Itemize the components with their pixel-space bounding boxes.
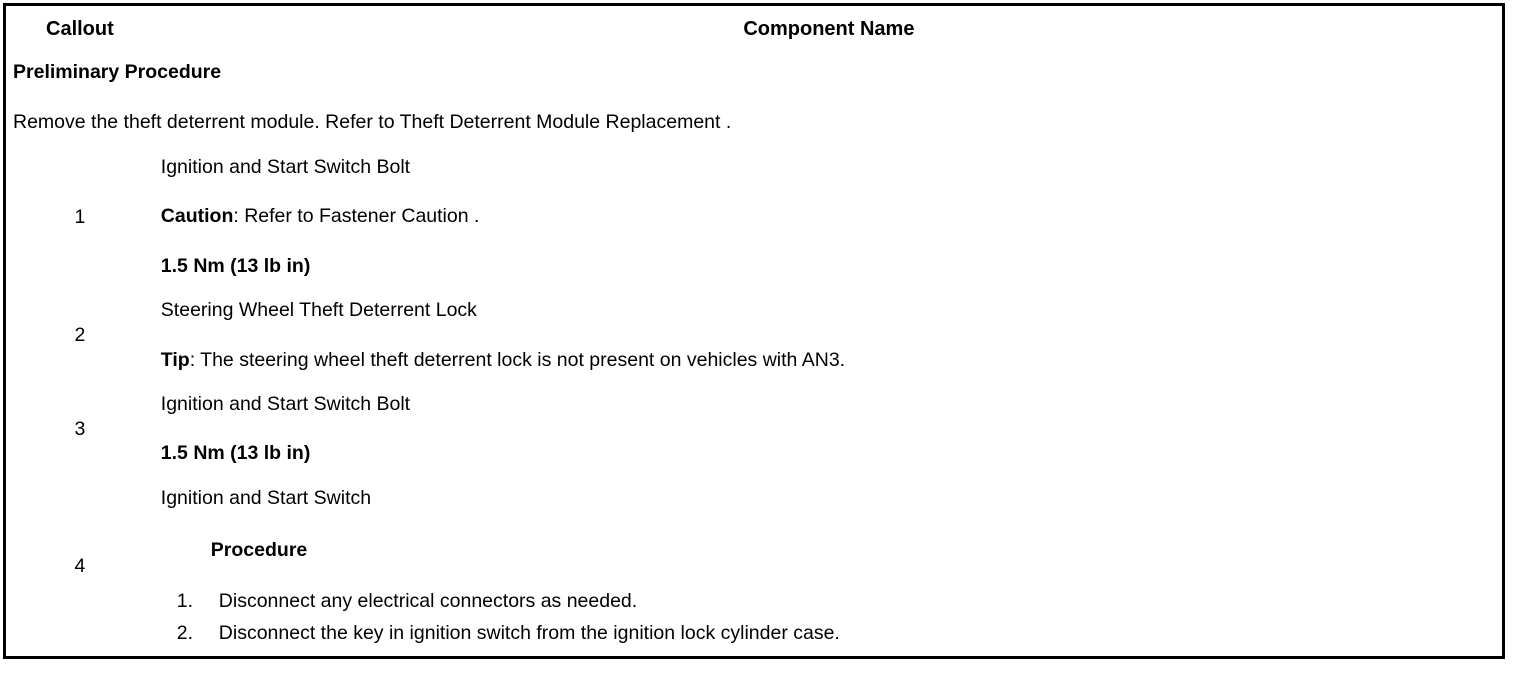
preliminary-procedure-cell: Preliminary Procedure Remove the theft d…: [4, 52, 1504, 146]
callout-number: 4: [4, 476, 154, 658]
table-row: 1 Ignition and Start Switch Bolt Caution…: [4, 145, 1504, 290]
table-header-row: Callout Component Name: [4, 4, 1504, 52]
torque-spec-line: 1.5 Nm (13 lb in): [160, 254, 311, 277]
component-name-text: Ignition and Start Switch Bolt: [160, 392, 411, 415]
component-callout-table: Callout Component Name Preliminary Proce…: [3, 3, 1505, 660]
component-description-cell: Ignition and Start Switch Procedure Disc…: [153, 476, 1504, 658]
callout-number: 3: [4, 382, 154, 477]
procedure-step-list: Disconnect any electrical connectors as …: [161, 590, 1494, 645]
tip-line: Tip: The steering wheel theft deterrent …: [161, 349, 1494, 371]
component-name-line: Steering Wheel Theft Deterrent Lock: [161, 299, 1494, 321]
column-header-callout: Callout: [4, 4, 154, 52]
component-name-line: Ignition and Start Switch Bolt: [161, 393, 1494, 415]
procedure-step: Disconnect the key in ignition switch fr…: [177, 622, 840, 645]
procedure-step: Disconnect any electrical connectors as …: [177, 589, 638, 613]
table-row: 4 Ignition and Start Switch Procedure Di…: [4, 476, 1504, 658]
tip-label: Tip: [160, 348, 190, 371]
column-header-component-name: Component Name: [153, 4, 1504, 52]
tip-text: : The steering wheel theft deterrent loc…: [189, 348, 846, 371]
component-name-text: Ignition and Start Switch: [160, 486, 372, 509]
caution-text: : Refer to Fastener Caution .: [233, 205, 480, 228]
component-name-line: Ignition and Start Switch Bolt: [161, 156, 1494, 178]
table-row: 3 Ignition and Start Switch Bolt 1.5 Nm …: [4, 382, 1504, 477]
callout-number: 2: [4, 289, 154, 383]
preliminary-procedure-text: Remove the theft deterrent module. Refer…: [13, 111, 732, 134]
component-name-text: Ignition and Start Switch Bolt: [160, 155, 411, 178]
component-description-cell: Steering Wheel Theft Deterrent Lock Tip:…: [153, 289, 1504, 383]
torque-spec-line: 1.5 Nm (13 lb in): [160, 442, 311, 465]
procedure-heading: Procedure: [210, 539, 308, 562]
preliminary-procedure-title: Preliminary Procedure: [13, 61, 222, 83]
preliminary-procedure-row: Preliminary Procedure Remove the theft d…: [4, 52, 1504, 146]
component-name-line: Ignition and Start Switch: [161, 487, 1494, 509]
component-description-cell: Ignition and Start Switch Bolt 1.5 Nm (1…: [153, 382, 1504, 477]
component-description-cell: Ignition and Start Switch Bolt Caution: …: [153, 145, 1504, 290]
callout-number: 1: [4, 145, 154, 290]
caution-line: Caution: Refer to Fastener Caution .: [161, 205, 1494, 227]
component-name-text: Steering Wheel Theft Deterrent Lock: [160, 299, 477, 322]
table-row: 2 Steering Wheel Theft Deterrent Lock Ti…: [4, 289, 1504, 383]
caution-label: Caution: [160, 205, 234, 228]
